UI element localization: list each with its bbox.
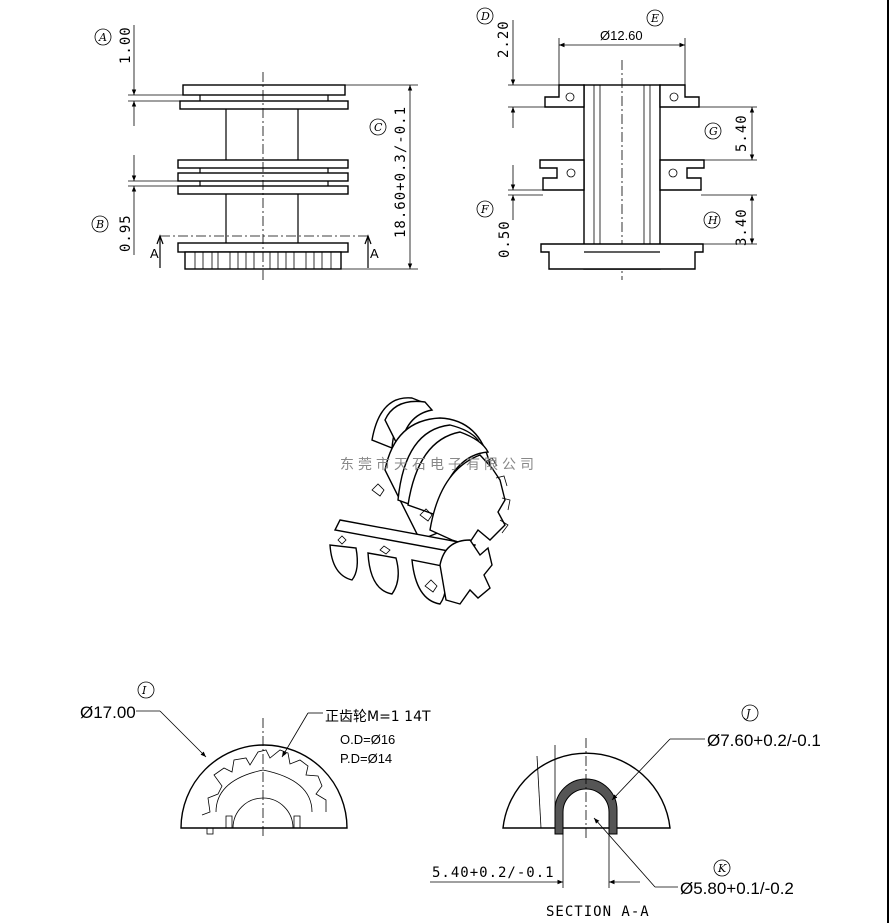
gear-od: O.D=Ø16 (340, 732, 395, 747)
gear-teeth-lines (194, 252, 332, 269)
gear-spec: 正齿轮M=1 14T (325, 709, 431, 725)
label-f-circle (476, 200, 494, 218)
dim-a-text: 1.00 (118, 26, 134, 64)
dim-k-text: Ø5.80+0.1/-0.2 (680, 879, 794, 898)
dim-d-text: 2.20 (496, 20, 512, 58)
top-flange (182, 84, 346, 96)
iso-gear (429, 454, 506, 546)
label-c: C (374, 121, 383, 134)
section-mark-right: A (370, 246, 379, 261)
section-outer-arc (502, 752, 671, 829)
label-i-circle (137, 681, 155, 699)
watermark: 东莞市天石电子有限公司 (340, 456, 538, 473)
label-j-circle (741, 704, 759, 722)
label-i: I (141, 684, 147, 697)
upper-right-pin-block (659, 84, 700, 108)
label-b-circle (91, 215, 109, 233)
label-d-circle (476, 7, 494, 25)
gear-teeth (201, 749, 327, 816)
top-flange-lower (179, 100, 349, 110)
section-mark-left: A (150, 246, 159, 261)
label-d: D (480, 10, 490, 23)
side-view: 2.20 D Ø12.60 E 0.50 F 5.40 G 3.40 (476, 7, 757, 280)
dim-f-text: 0.50 (497, 220, 513, 258)
label-a: A (98, 31, 107, 44)
dim-h-text: 3.40 (734, 208, 750, 246)
dim-g-text: 5.40 (734, 114, 750, 152)
upper-left-pin-block (544, 84, 585, 108)
gear-pd: P.D=Ø14 (340, 751, 392, 766)
label-a-circle (94, 28, 112, 46)
gear-outer-dia: Ø17.00 (80, 703, 136, 722)
label-e-circle (646, 9, 664, 27)
gear-outer-arc (180, 744, 348, 829)
dim-e-text: Ø12.60 (600, 28, 643, 43)
middle-left-pin-block (539, 159, 585, 191)
label-h-circle (703, 211, 721, 229)
label-h: H (707, 214, 718, 227)
label-j: J (744, 707, 751, 720)
label-k-circle (713, 859, 731, 877)
front-view: A A 1.00 A 0.95 B 18.60+0.3/-0.1 C (91, 25, 418, 282)
label-k: K (717, 862, 727, 875)
section-view: J Ø7.60+0.2/-0.1 5.40+0.2/-0.1 K Ø5.80+0… (430, 704, 821, 920)
label-g-circle (704, 122, 722, 140)
section-title: SECTION A-A (546, 904, 650, 920)
label-c-circle (369, 118, 387, 136)
section-bore-wall (554, 778, 618, 835)
dim-j-text: Ø7.60+0.2/-0.1 (707, 731, 821, 750)
middle-right-pin-block (659, 159, 705, 191)
dim-c-text: 18.60+0.3/-0.1 (393, 106, 409, 238)
dim-width-text: 5.40+0.2/-0.1 (432, 865, 555, 881)
side-base (540, 243, 704, 270)
gear-view: I Ø17.00 正齿轮M=1 14T O.D=Ø16 P.D=Ø14 (80, 681, 431, 838)
label-b: B (95, 218, 104, 231)
dim-b-text: 0.95 (118, 214, 134, 252)
isometric-view (329, 397, 511, 605)
label-e: E (650, 12, 659, 25)
label-g: G (709, 125, 718, 138)
label-f: F (480, 203, 489, 216)
